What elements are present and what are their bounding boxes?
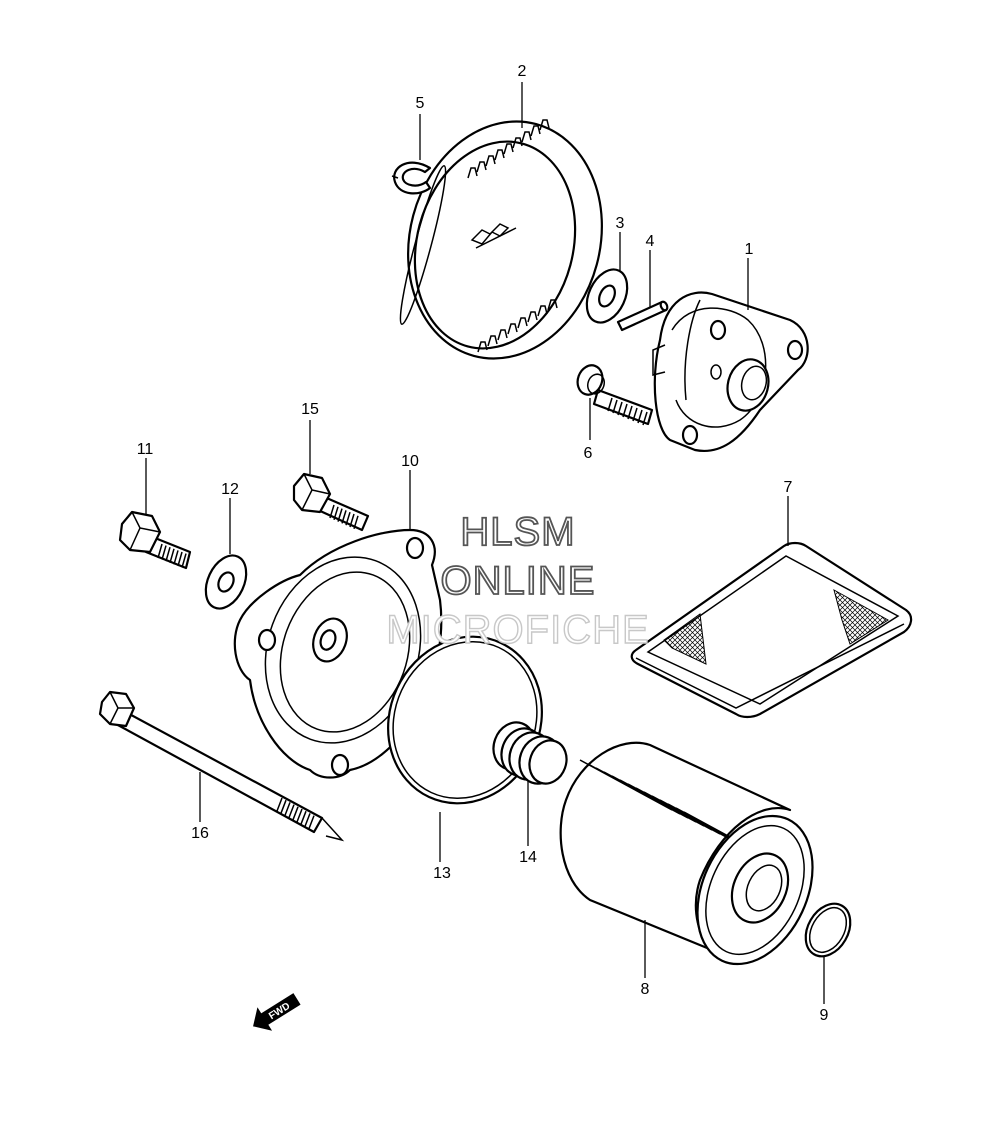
- watermark-line-3: MICROFICHE: [386, 608, 649, 652]
- oil-filter-element-part: [559, 741, 814, 966]
- watermark: HLSM ONLINE MICROFICHE: [386, 509, 650, 653]
- callout-13: 13: [433, 865, 451, 882]
- callout-6: 6: [584, 445, 593, 462]
- flange-bolt-part-15: [292, 472, 370, 532]
- long-bolt-part-16: [98, 690, 345, 842]
- washer-part-12: [204, 554, 248, 610]
- callout-11: 11: [137, 441, 154, 458]
- callout-3: 3: [616, 215, 625, 232]
- leader-lines: [145, 82, 825, 1004]
- callout-labels: 2 5 3 4 1 6 7 15 10 11 12 16 13 14 8 9: [137, 63, 829, 1024]
- circlip-part: [391, 161, 432, 195]
- callout-5: 5: [416, 95, 425, 112]
- callout-7: 7: [784, 479, 793, 496]
- watermark-line-1: HLSM: [460, 510, 575, 554]
- spring-part: [492, 721, 568, 785]
- driven-gear-part: [399, 119, 603, 360]
- flange-bolt-part-11: [118, 510, 192, 570]
- callout-1: 1: [745, 241, 754, 258]
- callout-14: 14: [519, 849, 537, 866]
- pin-part: [616, 300, 669, 332]
- callout-9: 9: [820, 1007, 829, 1024]
- callout-4: 4: [646, 233, 655, 250]
- watermark-line-2: ONLINE: [441, 559, 596, 603]
- callout-16: 16: [191, 825, 209, 842]
- bolt-part-6: [576, 364, 654, 426]
- callout-15: 15: [301, 401, 319, 418]
- o-ring-part-9: [804, 902, 852, 958]
- callout-2: 2: [518, 63, 527, 80]
- oil-pump-part: [652, 291, 809, 453]
- washer-part-3: [585, 268, 629, 324]
- callout-12: 12: [221, 481, 239, 498]
- forward-arrow-icon: FWD: [253, 993, 301, 1031]
- callout-10: 10: [401, 453, 419, 470]
- callout-8: 8: [641, 981, 650, 998]
- oil-strainer-part: [630, 541, 913, 719]
